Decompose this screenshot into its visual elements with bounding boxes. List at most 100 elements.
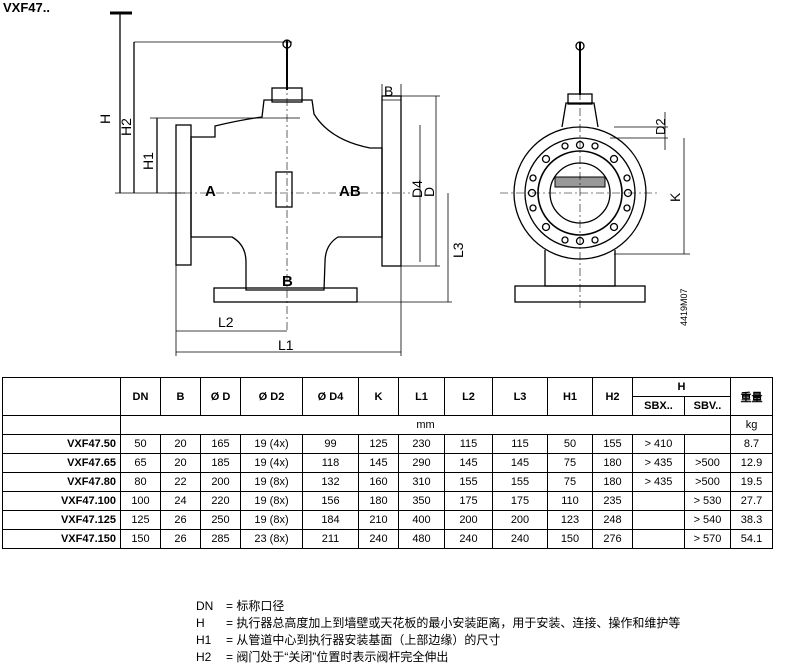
cell: 155 (592, 434, 633, 454)
cell: 184 (302, 510, 359, 530)
cell: 19 (4x) (240, 453, 303, 473)
model-name: VXF47.125 (2, 510, 121, 530)
legend-key: H2 (196, 650, 212, 664)
cell: 240 (358, 529, 399, 549)
legend: DN = 标称口径 H= 执行器总高度加上到墙壁或天花板的最小安装距离，用于安装、… (196, 598, 680, 666)
label-D4: D4 (409, 180, 425, 198)
cell: 211 (302, 529, 359, 549)
cell: 400 (398, 510, 445, 530)
model-name: VXF47.100 (2, 491, 121, 511)
cell: 155 (492, 472, 548, 492)
col-L3: L3 (492, 377, 548, 416)
cell: 180 (358, 491, 399, 511)
cell: 22 (160, 472, 201, 492)
cell: 350 (398, 491, 445, 511)
label-D: D (421, 187, 437, 197)
table-row: VXF47.100 100 24 220 19 (8x) 156 180 350… (2, 491, 773, 511)
cell: 24 (160, 491, 201, 511)
unit-kg: kg (730, 415, 773, 435)
model-name: VXF47.150 (2, 529, 121, 549)
cell: 65 (120, 453, 161, 473)
cell-sbx (632, 491, 685, 511)
legend-item: H= 执行器总高度加上到墙壁或天花板的最小安装距离，用于安装、连接、操作和维护等 (196, 615, 680, 632)
label-D2: D2 (653, 118, 668, 135)
cell: 200 (200, 472, 241, 492)
label-H2: H2 (118, 118, 134, 136)
model-header (2, 377, 121, 416)
cell: 118 (302, 453, 359, 473)
legend-text: = 从管道中心到执行器安装基面（上部边缘）的尺寸 (226, 633, 501, 647)
cell-sbx: > 435 (632, 472, 685, 492)
cell: 220 (200, 491, 241, 511)
cell-kg: 19.5 (730, 472, 773, 492)
label-H: H (97, 114, 113, 124)
col-H1: H1 (547, 377, 593, 416)
cell-kg: 38.3 (730, 510, 773, 530)
cell: 145 (358, 453, 399, 473)
table-row: VXF47.125 125 26 250 19 (8x) 184 210 400… (2, 510, 773, 530)
label-L3: L3 (450, 242, 466, 258)
cell: 115 (444, 434, 493, 454)
legend-item: H1 = 从管道中心到执行器安装基面（上部边缘）的尺寸 (196, 632, 680, 649)
model-name: VXF47.80 (2, 472, 121, 492)
cell: 125 (120, 510, 161, 530)
cell: 180 (592, 453, 633, 473)
cell: 20 (160, 434, 201, 454)
cell-sbv: > 570 (684, 529, 731, 549)
label-L2: L2 (218, 314, 234, 330)
cell: 160 (358, 472, 399, 492)
cell: 115 (492, 434, 548, 454)
cell: 200 (444, 510, 493, 530)
table-row: VXF47.150 150 26 285 23 (8x) 211 240 480… (2, 529, 773, 549)
label-H1: H1 (140, 152, 156, 170)
cell: 50 (547, 434, 593, 454)
cell: 210 (358, 510, 399, 530)
col-SBX: SBX.. (632, 396, 685, 416)
col-K: K (358, 377, 399, 416)
legend-key: H1 (196, 633, 212, 647)
legend-key: H (196, 616, 205, 630)
cell-sbx: > 435 (632, 453, 685, 473)
legend-key: DN (196, 599, 214, 613)
cell-sbx (632, 529, 685, 549)
model-name: VXF47.50 (2, 434, 121, 454)
cell: 200 (492, 510, 548, 530)
cell-sbv: > 530 (684, 491, 731, 511)
cell: 290 (398, 453, 445, 473)
cell: 132 (302, 472, 359, 492)
cell-sbx (632, 510, 685, 530)
label-AB: AB (339, 183, 361, 200)
label-L1: L1 (278, 337, 294, 353)
cell: 156 (302, 491, 359, 511)
cell: 276 (592, 529, 633, 549)
cell-kg: 8.7 (730, 434, 773, 454)
cell: 185 (200, 453, 241, 473)
col-B: B (160, 377, 201, 416)
col-H-group: H (632, 377, 731, 397)
cell-sbv: > 540 (684, 510, 731, 530)
cell-kg: 27.7 (730, 491, 773, 511)
cell: 230 (398, 434, 445, 454)
table-row: VXF47.80 80 22 200 19 (8x) 132 160 310 1… (2, 472, 773, 492)
cell: 250 (200, 510, 241, 530)
col-D2: Ø D2 (240, 377, 303, 416)
page-title: VXF47.. (3, 0, 50, 15)
legend-item: H2= 阀门处于“关闭”位置时表示阀杆完全伸出 (196, 649, 680, 666)
cell: 125 (358, 434, 399, 454)
label-A: A (205, 183, 216, 200)
cell: 19 (4x) (240, 434, 303, 454)
cell: 165 (200, 434, 241, 454)
cell: 285 (200, 529, 241, 549)
cell: 100 (120, 491, 161, 511)
cell: 240 (492, 529, 548, 549)
legend-text: = 标称口径 (226, 599, 285, 613)
table-row: VXF47.50 50 20 165 19 (4x) 99 125 230 11… (2, 434, 773, 454)
col-SBV: SBV.. (684, 396, 731, 416)
cell: 19 (8x) (240, 491, 303, 511)
bolt-holes (527, 140, 633, 246)
cell: 150 (120, 529, 161, 549)
col-L2: L2 (444, 377, 493, 416)
cell-kg: 54.1 (730, 529, 773, 549)
side-view: H H2 H1 A AB B B D4 D L3 L2 L1 (97, 11, 466, 356)
cell: 155 (444, 472, 493, 492)
